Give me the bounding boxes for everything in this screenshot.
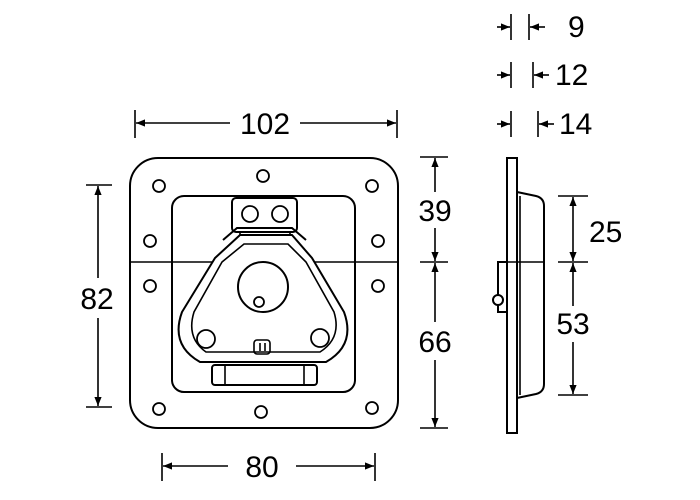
mounting-hole — [371, 279, 385, 293]
handle-pivot-knob — [237, 261, 289, 313]
dim-recess-width: 80 — [161, 451, 376, 484]
dim-label-recess-width: 80 — [245, 451, 278, 484]
side-handle-knob — [492, 294, 504, 306]
depth-dimensions: 9 12 14 — [497, 11, 592, 141]
dim-label-overall-width: 102 — [240, 108, 290, 141]
front-view: 102 82 80 39 66 — [80, 108, 451, 484]
butterfly-handle — [177, 234, 349, 363]
mounting-hole — [152, 402, 166, 416]
mounting-holes — [143, 169, 385, 419]
handle-centre-hole — [253, 296, 265, 308]
handle-hole-right — [310, 328, 330, 348]
dim-right-heights: 39 66 — [418, 156, 452, 429]
dim-depth-large: 14 — [497, 108, 592, 141]
dim-label-lower-height: 66 — [418, 326, 451, 359]
dim-label-upper-height: 39 — [418, 195, 451, 228]
mounting-hole — [365, 179, 379, 193]
mounting-hole — [371, 234, 385, 248]
side-flange — [506, 157, 518, 434]
dim-label-depth-large: 14 — [559, 108, 592, 141]
mounting-hole — [256, 169, 270, 183]
logo-mark — [253, 339, 271, 355]
recess-outline — [171, 195, 356, 393]
dim-depth-medium: 12 — [497, 59, 588, 92]
dim-overall-width: 102 — [134, 108, 398, 141]
dim-label-depth-medium: 12 — [555, 59, 588, 92]
mounting-hole — [143, 279, 157, 293]
dim-depth-small: 9 — [497, 11, 585, 44]
dim-label-side-upper: 25 — [589, 216, 622, 249]
mounting-hole — [143, 234, 157, 248]
dim-overall-height: 82 — [80, 184, 114, 408]
dim-label-side-lower: 53 — [556, 308, 589, 341]
dim-label-depth-small: 9 — [568, 11, 585, 44]
mounting-hole — [365, 401, 379, 415]
mounting-hole — [254, 405, 268, 419]
mounting-hole — [152, 179, 166, 193]
catch-plate — [211, 364, 318, 386]
handle-hole-left — [196, 329, 216, 349]
dim-label-overall-height: 82 — [80, 283, 113, 316]
side-recess-body — [516, 190, 545, 400]
side-view: 25 53 — [492, 157, 622, 434]
